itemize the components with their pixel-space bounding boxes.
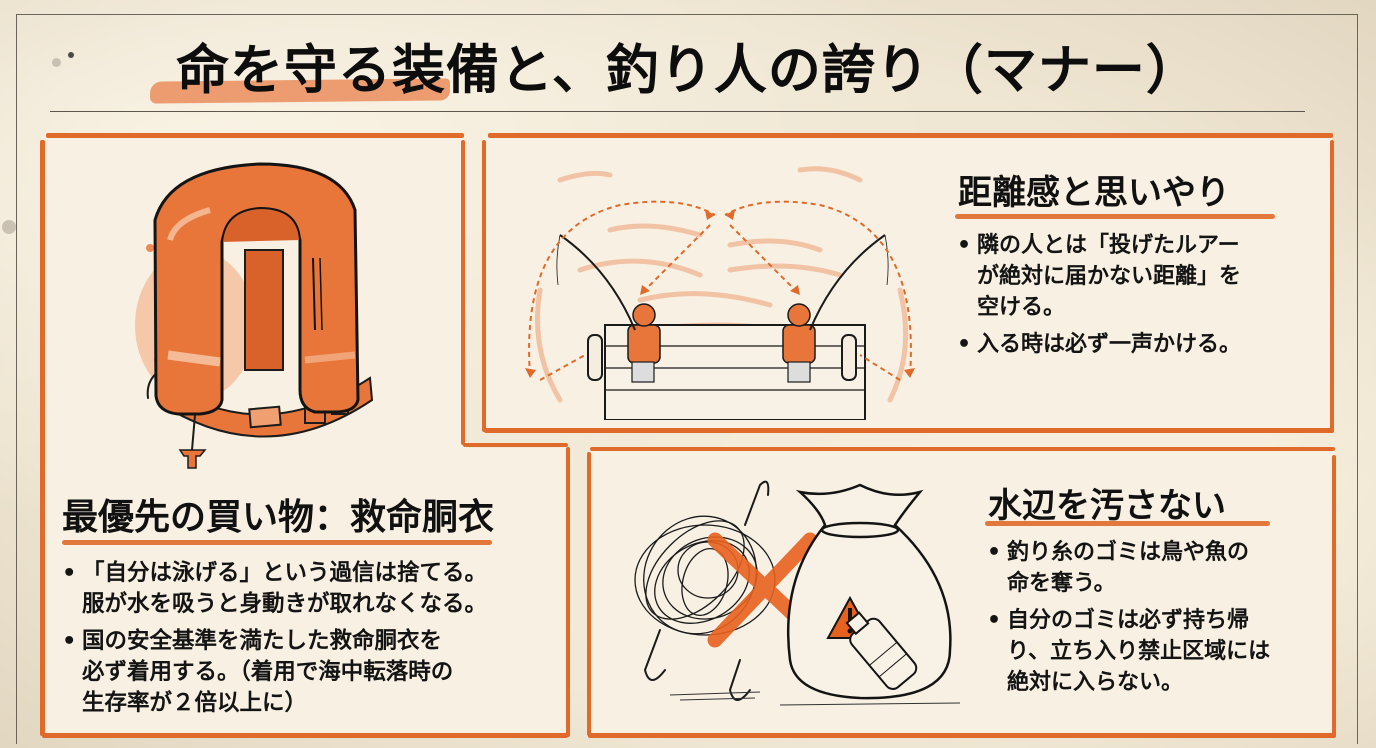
poster-frame [16,14,1358,744]
life-jacket-heading: 最優先の買い物：救命胴衣 [62,497,495,538]
clean-water-heading-underline [985,521,1270,526]
bullet-item: 釣り糸のゴミは鳥や魚の 命を奪う。 [985,537,1330,599]
bullet-item: 入る時は必ず一声かける。 [955,329,1325,360]
bullet-item: 隣の人とは「投げたルアー が絶対に届かない距離」を 空ける。 [955,230,1325,323]
title-divider [50,111,1305,112]
distance-heading: 距離感と思いやり [958,173,1230,213]
bullet-item: 国の安全基準を満たした救命胴衣を 必ず着用する。（着用で海中転落時の 生存率が２… [60,626,560,719]
distance-bullets: 隣の人とは「投げたルアー が絶対に届かない距離」を 空ける。 入る時は必ず一声か… [955,230,1325,366]
life-jacket-heading-underline [62,540,492,545]
clean-water-bullets: 釣り糸のゴミは鳥や魚の 命を奪う。 自分のゴミは必ず持ち帰 り、立ち入り禁止区域… [985,537,1330,704]
life-jacket-bullets: 「自分は泳げる」という過信は捨てる。 服が水を吸うと身動きが取れなくなる。 国の… [60,558,560,725]
poster-title: 命を守る装備と、釣り人の誇り（マナー） [176,40,1200,101]
distance-heading-underline [955,214,1275,219]
litter-illustration [610,470,980,720]
bullet-item: 自分のゴミは必ず持ち帰 り、立ち入り禁止区域には 絶対に入らない。 [985,605,1330,698]
clean-water-heading: 水辺を汚さない [988,486,1226,526]
life-jacket-illustration [100,150,430,480]
anglers-pier-illustration [500,150,940,421]
bullet-item: 「自分は泳げる」という過信は捨てる。 服が水を吸うと身動きが取れなくなる。 [60,558,560,620]
